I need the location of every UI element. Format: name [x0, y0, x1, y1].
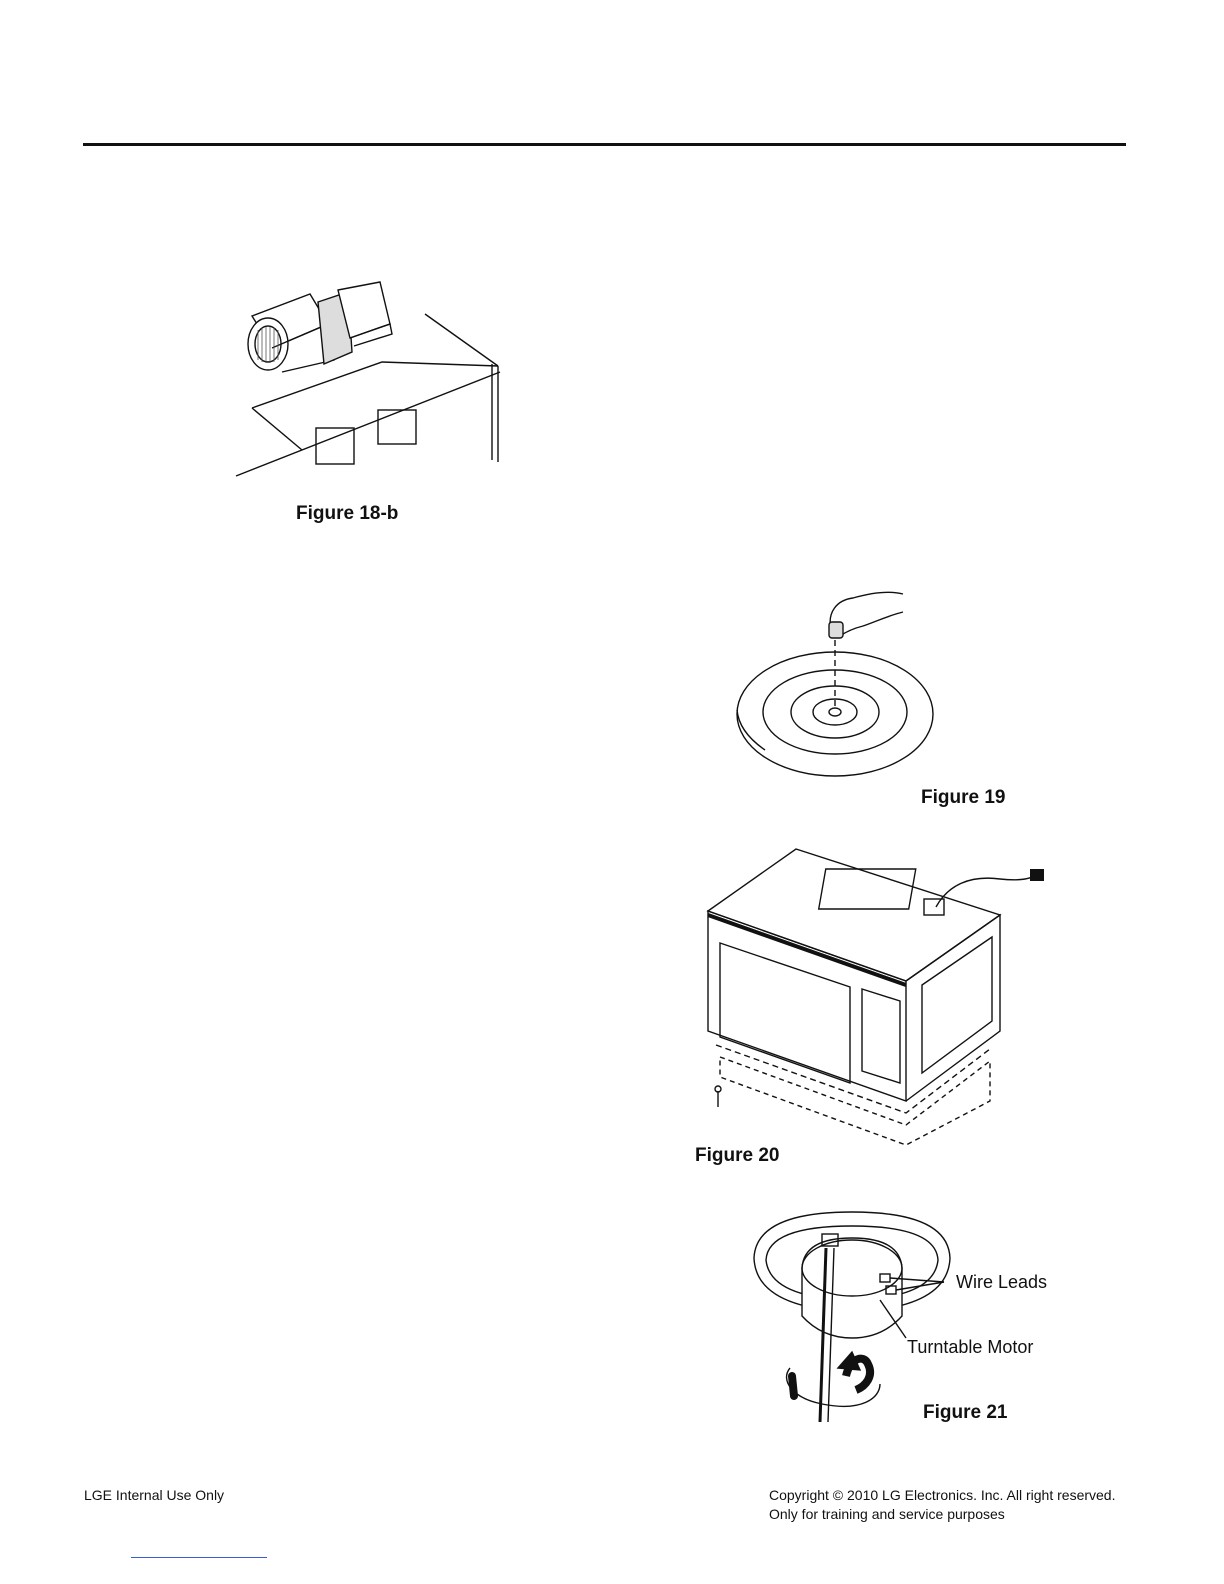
footer-training-note: Only for training and service purposes: [769, 1505, 1005, 1524]
figure-20-caption: Figure 20: [695, 1145, 779, 1167]
figure-19-caption: Figure 19: [921, 787, 1005, 809]
figure-20-illustration: [700, 845, 1060, 1155]
figure-21-illustration: [752, 1208, 952, 1424]
header-rule: [83, 143, 1126, 146]
footer-link-underline[interactable]: [131, 1557, 267, 1558]
turntable-motor-label: Turntable Motor: [907, 1337, 1033, 1358]
figure-19-illustration: [735, 582, 935, 782]
footer-copyright: Copyright © 2010 LG Electronics. Inc. Al…: [769, 1486, 1115, 1505]
footer-internal-use: LGE Internal Use Only: [84, 1486, 224, 1505]
figure-18b-caption: Figure 18-b: [296, 503, 398, 525]
figure-21-caption: Figure 21: [923, 1402, 1007, 1424]
figure-18b-illustration: [230, 280, 510, 480]
wire-leads-label: Wire Leads: [956, 1272, 1047, 1293]
